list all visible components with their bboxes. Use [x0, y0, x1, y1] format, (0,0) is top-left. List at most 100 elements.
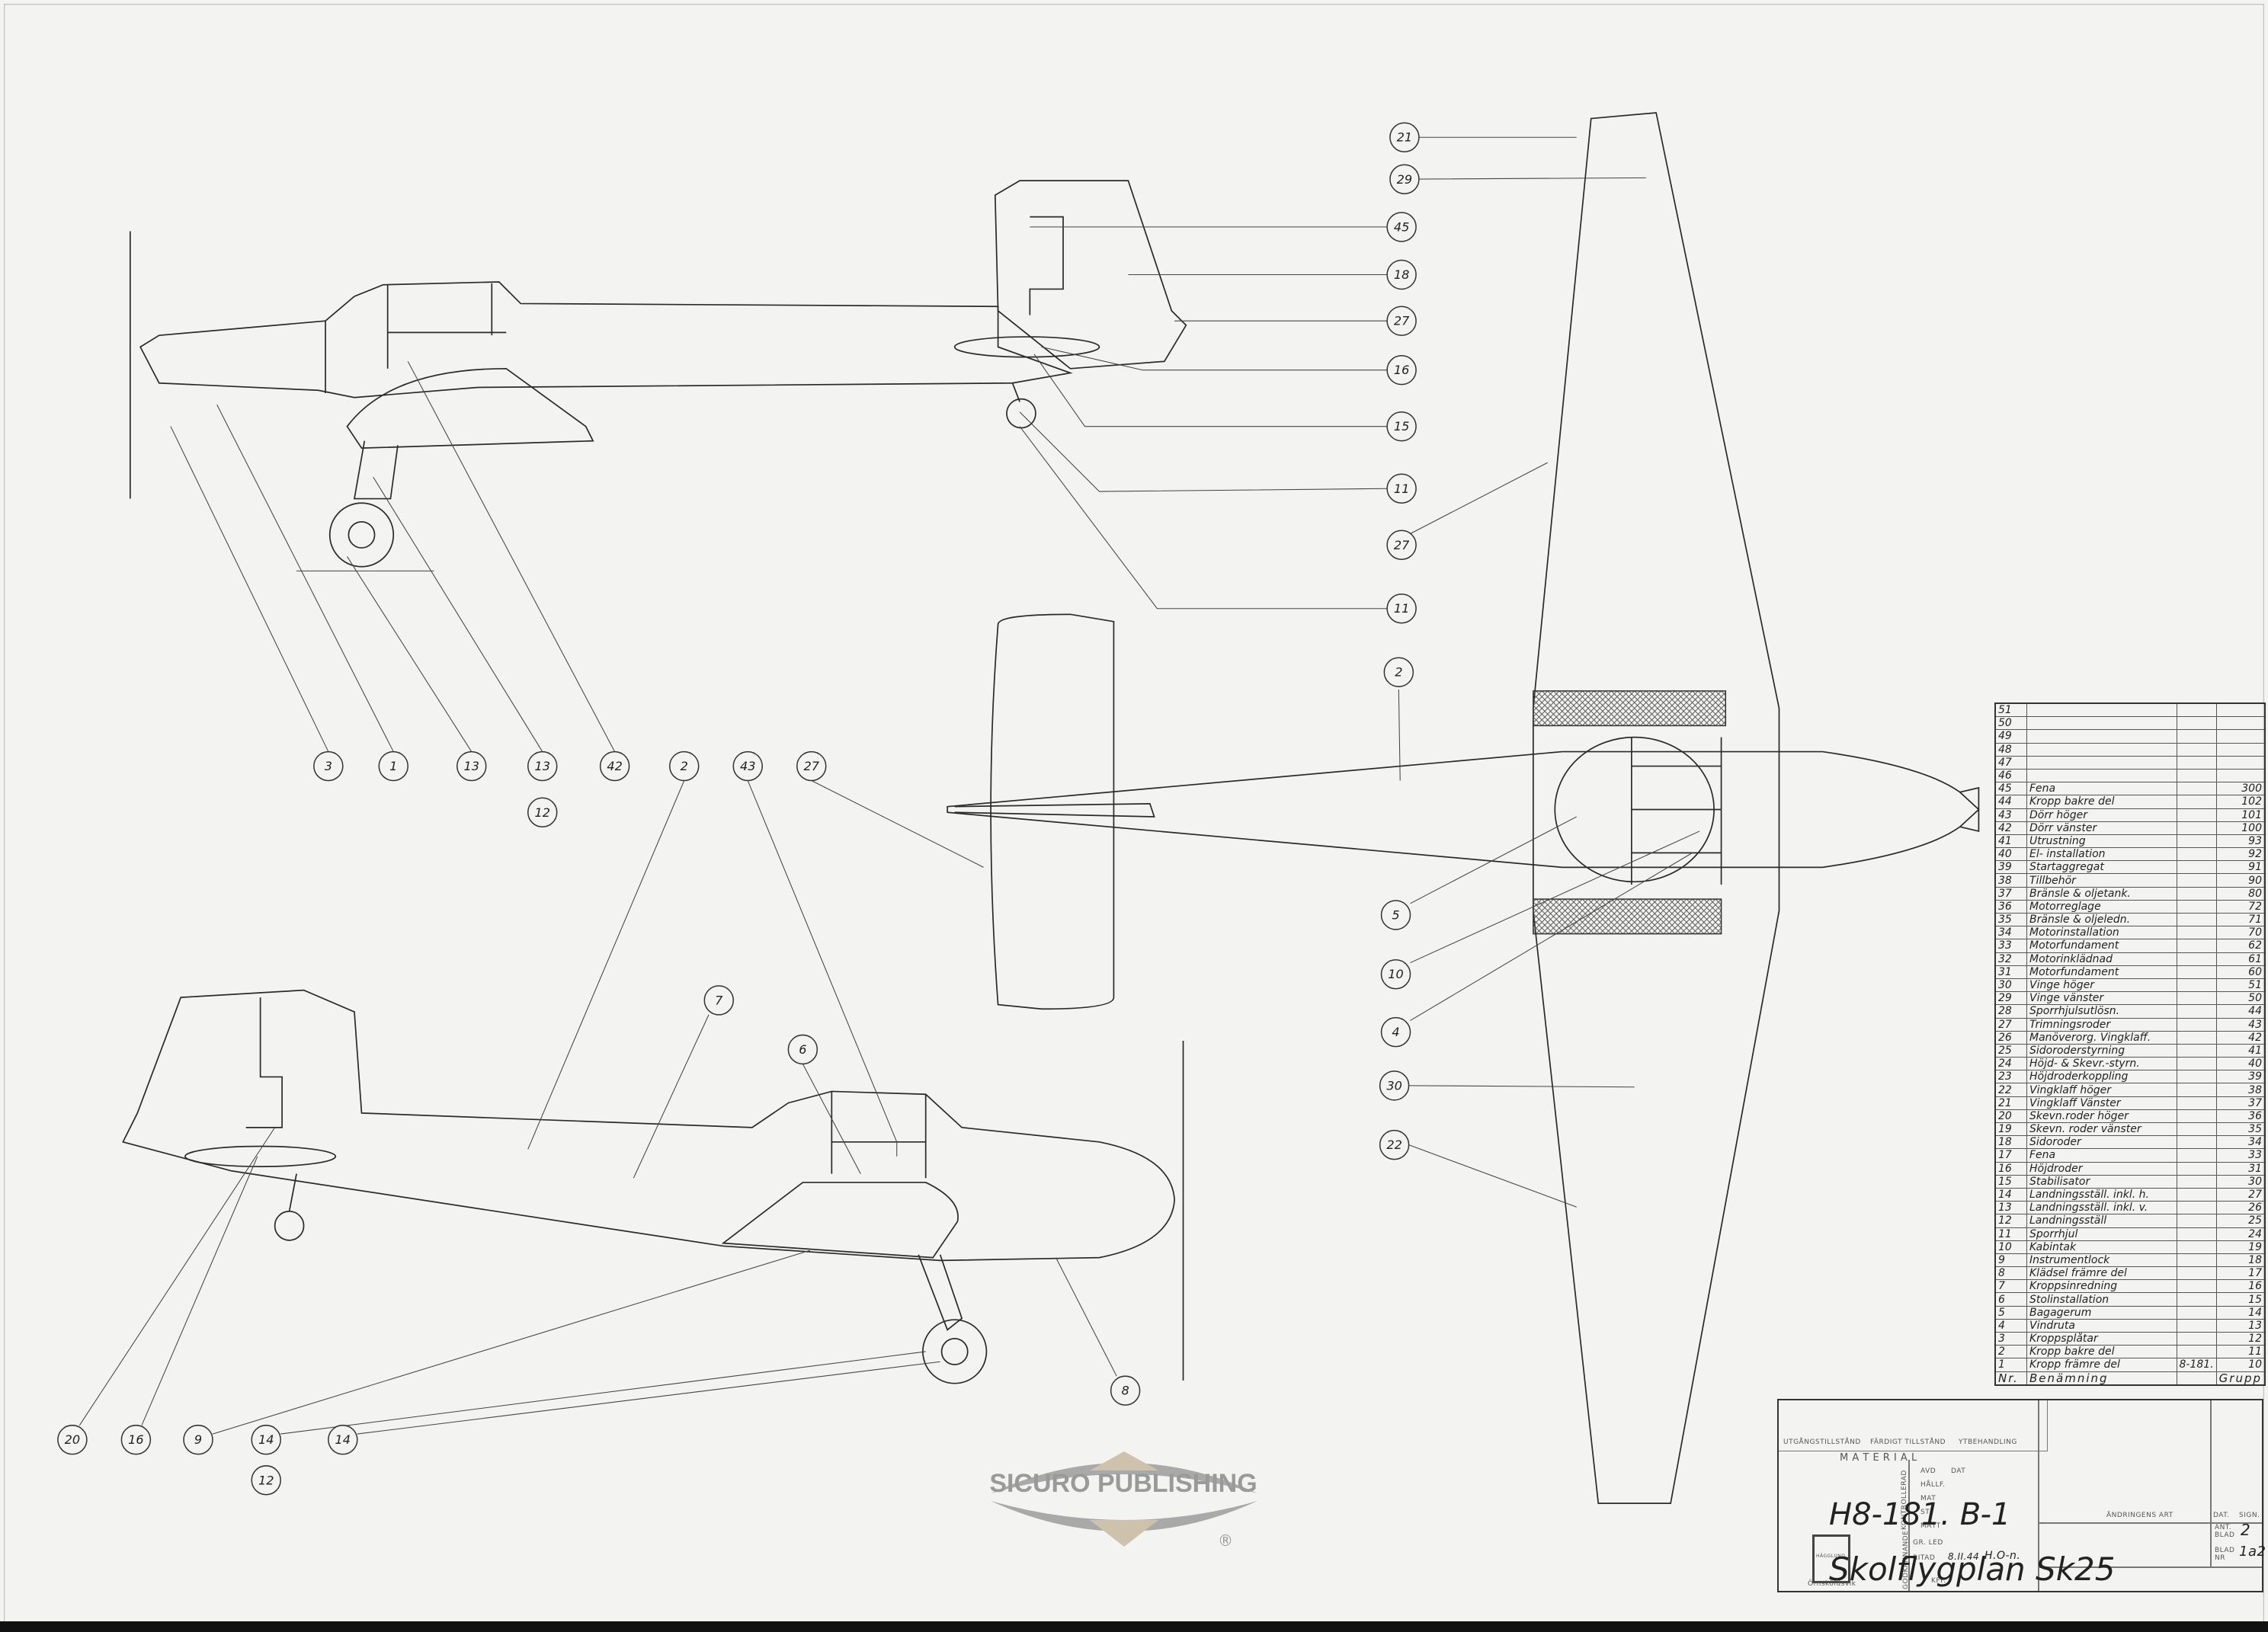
callout: 14 [251, 1424, 281, 1455]
parts-name: Höjdroder [2026, 1161, 2177, 1176]
parts-name: Bränsle & oljeledn. [2026, 912, 2177, 927]
parts-extra [2176, 1109, 2217, 1124]
change-label: ÄNDRINGENS ART [2106, 1512, 2174, 1519]
drawing-number: H8-181. B-1 [1829, 1497, 2011, 1532]
parts-group: 14 [2215, 1305, 2266, 1320]
callout: 9 [183, 1424, 213, 1455]
parts-group: 90 [2215, 873, 2266, 888]
svg-text:20: 20 [65, 1432, 81, 1447]
main-wheel-lower [922, 1319, 988, 1384]
callout: 13 [456, 750, 487, 782]
parts-name: Vinge vänster [2026, 991, 2177, 1006]
parts-nr: 2 [1994, 1345, 2027, 1359]
callout: 43 [732, 750, 763, 782]
parts-extra [2176, 1017, 2217, 1032]
parts-extra [2176, 886, 2217, 901]
control-row: MÅTT [1920, 1522, 1941, 1530]
parts-nr: 49 [1994, 729, 2027, 744]
callout: 3 [313, 750, 344, 782]
callout: 45 [1386, 212, 1417, 242]
callouts-lower-view: 7 6 8 20 16 9 14 12 14 [57, 985, 1141, 1496]
parts-extra [2176, 1070, 2217, 1084]
callout: 16 [1386, 354, 1417, 386]
parts-group: 50 [2215, 991, 2266, 1006]
parts-nr: 14 [1994, 1187, 2027, 1202]
parts-name: Sporrhjul [2026, 1227, 2177, 1241]
parts-extra [2176, 821, 2217, 835]
svg-text:3: 3 [325, 759, 332, 773]
svg-text:29: 29 [1397, 172, 1413, 187]
parts-row: 49 [1994, 729, 2266, 744]
callout: 2 [668, 750, 700, 782]
parts-group: 38 [2215, 1083, 2266, 1097]
parts-nr: 7 [1994, 1279, 2027, 1294]
parts-name: Manöverorg. Vingklaff. [2026, 1030, 2177, 1045]
parts-nr: 38 [1994, 873, 2027, 888]
parts-group: 60 [2215, 965, 2266, 979]
svg-text:13: 13 [534, 759, 550, 773]
parts-name: El- installation [2026, 847, 2177, 862]
callout: 7 [703, 985, 735, 1016]
parts-extra [2176, 1043, 2217, 1058]
svg-text:27: 27 [804, 759, 820, 773]
parts-nr: 5 [1994, 1305, 2027, 1320]
parts-nr: 19 [1994, 1122, 2027, 1137]
parts-group: 44 [2215, 1004, 2266, 1019]
drawn-label: RITAD [1913, 1554, 1936, 1562]
callout: 42 [599, 750, 630, 782]
parts-nr: 31 [1994, 965, 2027, 979]
callout: 4 [1380, 1016, 1411, 1048]
parts-extra [2176, 1174, 2217, 1189]
wing [1532, 112, 1780, 1504]
main-wheel [328, 502, 395, 568]
parts-name: Skevn.roder höger [2026, 1109, 2177, 1124]
parts-name: Kropp främre del [2026, 1358, 2177, 1372]
parts-extra [2176, 1214, 2217, 1228]
parts-nr: 21 [1994, 1096, 2027, 1110]
parts-group: 27 [2215, 1187, 2266, 1202]
callout: 2 [1383, 657, 1414, 687]
callout: 27 [1386, 306, 1417, 336]
parts-name [2026, 742, 2177, 757]
parts-nr: 15 [1994, 1174, 2027, 1189]
parts-name: Höjd- & Skevr.-styrn. [2026, 1057, 2177, 1071]
svg-text:4: 4 [1392, 1025, 1399, 1039]
parts-extra [2176, 1227, 2217, 1241]
parts-row: 50 [1994, 716, 2266, 731]
parts-group: 42 [2215, 1030, 2266, 1045]
parts-group: 16 [2215, 1279, 2266, 1294]
parts-extra [2176, 912, 2217, 927]
parts-name [2026, 729, 2177, 744]
svg-text:11: 11 [1394, 601, 1410, 616]
parts-extra [2176, 965, 2217, 979]
svg-text:7: 7 [715, 993, 723, 1007]
callout: 12 [527, 797, 558, 827]
wing-walk-left [1533, 690, 1727, 727]
parts-extra [2176, 991, 2217, 1006]
parts-name: Fena [2026, 782, 2177, 796]
parts-group: 80 [2215, 886, 2266, 901]
parts-nr: 22 [1994, 1083, 2027, 1097]
stabilizer [953, 336, 1100, 358]
svg-text:14: 14 [335, 1432, 351, 1447]
parts-nr: 4 [1994, 1318, 2027, 1333]
fuselage-lower [122, 989, 1175, 1262]
parts-name: Bränsle & oljetank. [2026, 886, 2177, 901]
parts-group: 92 [2215, 847, 2266, 862]
parts-nr: 17 [1994, 1148, 2027, 1163]
parts-name: Vindruta [2026, 1318, 2177, 1333]
wing-fairing-lower [721, 1182, 959, 1259]
